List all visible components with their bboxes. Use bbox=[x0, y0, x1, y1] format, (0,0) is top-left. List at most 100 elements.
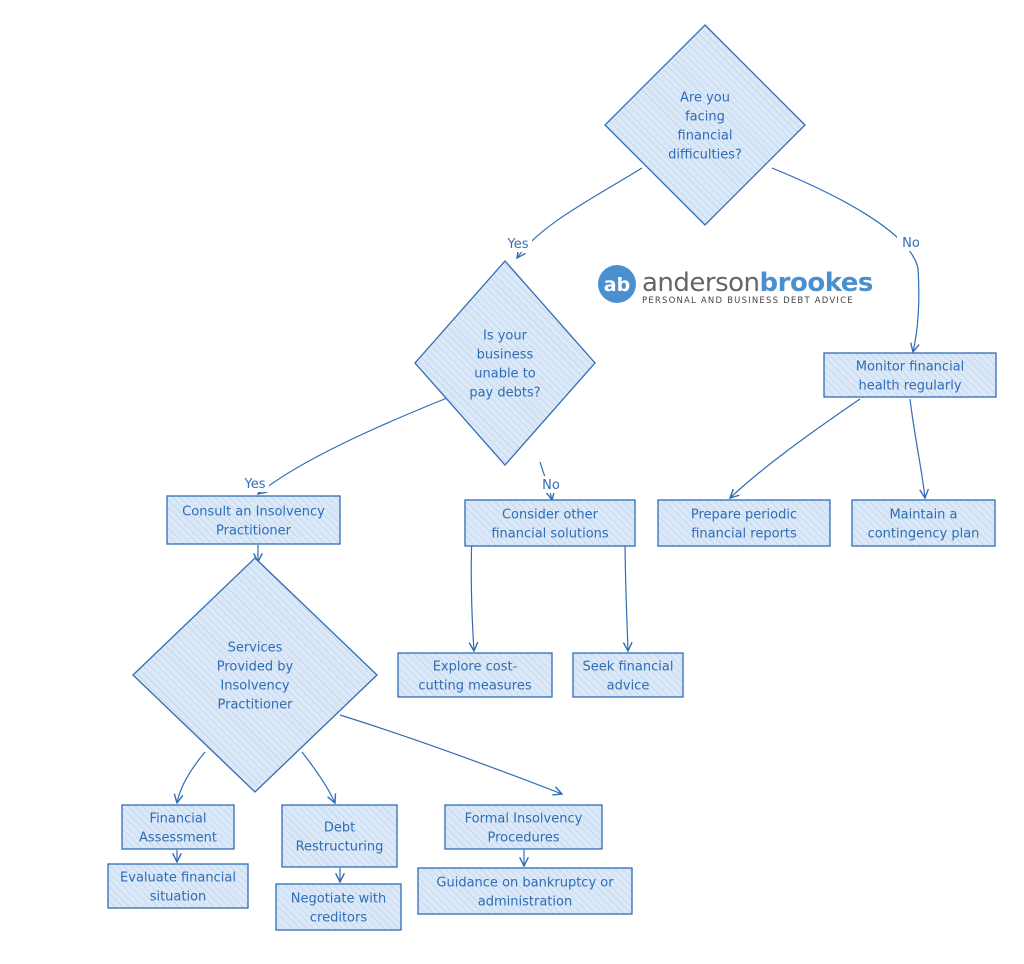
edge-arrow bbox=[471, 534, 474, 651]
edge-consider-to-seek bbox=[625, 534, 628, 651]
edge-arrow bbox=[771, 167, 919, 352]
edge-services-to-assessment bbox=[177, 751, 206, 803]
logo-tagline: PERSONAL AND BUSINESS DEBT ADVICE bbox=[642, 296, 854, 306]
node-label-line: Provided by bbox=[217, 660, 294, 675]
process-node-monitor: Monitor financial health regularly bbox=[823, 352, 997, 398]
process-box-shape bbox=[417, 867, 633, 915]
node-label-line: financial solutions bbox=[491, 527, 609, 542]
process-box-shape bbox=[572, 652, 684, 698]
edge-label-background bbox=[241, 475, 269, 492]
edge-arrow bbox=[301, 751, 335, 803]
node-label-line: creditors bbox=[310, 911, 367, 926]
logo-word-light: anderson bbox=[642, 268, 760, 298]
node-label-line: Services bbox=[228, 641, 283, 656]
edge-arrow bbox=[909, 398, 925, 498]
node-label-line: Consult an Insolvency bbox=[182, 505, 325, 520]
edge-label-background bbox=[537, 476, 565, 493]
node-label-line: difficulties? bbox=[668, 148, 742, 163]
decision-node-q2: Is your business unable to pay debts? bbox=[414, 260, 596, 466]
node-label-line: Assessment bbox=[139, 831, 217, 846]
node-label-line: situation bbox=[150, 890, 207, 905]
edge-arrow bbox=[517, 167, 643, 258]
process-box-shape bbox=[464, 499, 636, 547]
logo-badge-icon bbox=[598, 265, 636, 303]
process-node-guidance: Guidance on bankruptcy or administration bbox=[417, 867, 633, 915]
edge-arrow bbox=[339, 714, 562, 794]
process-box-shape bbox=[166, 495, 341, 545]
node-label-line: Insolvency bbox=[220, 679, 289, 694]
edge-q1-to-q2: Yes bbox=[504, 167, 643, 258]
process-box-shape bbox=[397, 652, 553, 698]
node-label-line: Explore cost- bbox=[433, 660, 518, 675]
node-label-line: Is your bbox=[483, 329, 528, 344]
process-box-shape bbox=[657, 499, 831, 547]
anderson-brookes-logo: ab andersonbrookes PERSONAL AND BUSINESS… bbox=[598, 265, 873, 306]
decision-diamond-shape bbox=[604, 24, 806, 226]
node-label-line: Financial bbox=[150, 812, 207, 827]
node-label-line: unable to bbox=[474, 367, 536, 382]
node-label-line: facing bbox=[685, 110, 725, 125]
process-node-contingency: Maintain a contingency plan bbox=[851, 499, 996, 547]
node-label-line: Maintain a bbox=[889, 508, 957, 523]
edge-q2-to-consult: Yes bbox=[241, 397, 448, 494]
edge-arrow bbox=[258, 397, 448, 494]
edge-label-no: No bbox=[542, 478, 560, 493]
edge-arrow bbox=[625, 534, 628, 651]
process-node-reports: Prepare periodic financial reports bbox=[657, 499, 831, 547]
node-label-line: Restructuring bbox=[296, 840, 384, 855]
node-label-line: administration bbox=[478, 895, 572, 910]
node-label-line: contingency plan bbox=[868, 527, 980, 542]
process-node-consider: Consider other financial solutions bbox=[464, 499, 636, 547]
node-label-line: Prepare periodic bbox=[691, 508, 797, 523]
node-label-line: advice bbox=[607, 679, 650, 694]
node-label-line: Procedures bbox=[487, 831, 559, 846]
edge-q2-to-consider: No bbox=[537, 461, 565, 500]
node-label-line: cutting measures bbox=[418, 679, 532, 694]
edge-label-background bbox=[897, 234, 925, 251]
logo-word-bold: brookes bbox=[760, 268, 873, 298]
node-label-line: financial bbox=[678, 129, 733, 144]
edge-services-to-restructuring bbox=[301, 751, 335, 803]
node-label-line: Practitioner bbox=[217, 698, 293, 713]
edge-services-to-formal bbox=[339, 714, 562, 794]
node-label-line: Debt bbox=[324, 821, 355, 836]
edge-arrow bbox=[177, 751, 206, 803]
node-label-line: Seek financial bbox=[583, 660, 674, 675]
node-label-line: business bbox=[477, 348, 534, 363]
process-node-negotiate: Negotiate with creditors bbox=[275, 883, 402, 931]
edge-consider-to-explore bbox=[471, 534, 474, 651]
edge-label-yes: Yes bbox=[244, 477, 266, 492]
node-label-line: financial reports bbox=[691, 527, 797, 542]
process-box-shape bbox=[107, 863, 249, 909]
decision-node-q1: Are you facing financial difficulties? bbox=[604, 24, 806, 226]
node-label-line: Monitor financial bbox=[856, 360, 965, 375]
process-box-shape bbox=[851, 499, 996, 547]
edge-monitor-to-contingency bbox=[909, 398, 925, 498]
node-label-line: health regularly bbox=[858, 379, 961, 394]
edge-label-background bbox=[504, 235, 532, 252]
process-box-shape bbox=[121, 804, 235, 850]
process-node-seek: Seek financial advice bbox=[572, 652, 684, 698]
logo-badge-text: ab bbox=[604, 274, 630, 296]
logo-wordmark: andersonbrookes bbox=[642, 268, 873, 298]
node-label-line: Practitioner bbox=[216, 524, 292, 539]
edge-arrow bbox=[730, 398, 861, 498]
node-label-line: Are you bbox=[680, 91, 730, 106]
node-label-line: Negotiate with bbox=[291, 892, 386, 907]
edge-monitor-to-reports bbox=[730, 398, 861, 498]
node-label-line: Consider other bbox=[502, 508, 599, 523]
node-label-line: Formal Insolvency bbox=[465, 812, 583, 827]
decision-diamond-shape bbox=[132, 557, 378, 793]
process-box-shape bbox=[823, 352, 997, 398]
node-label-line: Guidance on bankruptcy or bbox=[436, 876, 614, 891]
node-label-line: pay debts? bbox=[469, 386, 540, 401]
nodes-layer: Are you facing financial difficulties? Is yo… bbox=[107, 24, 997, 931]
